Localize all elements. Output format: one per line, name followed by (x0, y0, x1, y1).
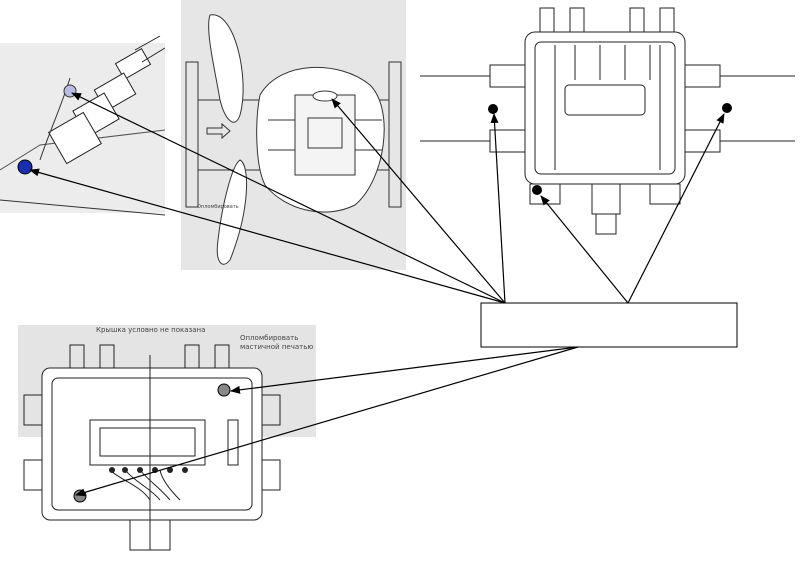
seal-note-line2: мастичной печатью (240, 343, 313, 351)
panel-open-box: Крышка условно не показана Опломбировать… (18, 325, 316, 551)
panel-pipe-connector (0, 35, 166, 216)
callout-box (480, 302, 738, 348)
panel-junction-box (420, 7, 795, 235)
svg-text:Опломбировать: Опломбировать (197, 204, 239, 210)
seal-point-bottom-left (73, 489, 87, 503)
seal-note-line1: Опломбировать (240, 334, 298, 342)
seal-point-lavender (63, 84, 77, 98)
panel-box-on-pipe: Опломбировать (181, 0, 406, 270)
cover-note: Крышка условно не показана (96, 326, 205, 334)
seal-point-blue (17, 159, 33, 175)
seal-point-left (488, 104, 498, 114)
seal-point-right (722, 103, 732, 113)
seal-point-top-right (217, 383, 231, 397)
leader-arrows (29, 92, 725, 497)
seal-point-box (312, 90, 338, 102)
seal-point-bottom (532, 185, 542, 195)
